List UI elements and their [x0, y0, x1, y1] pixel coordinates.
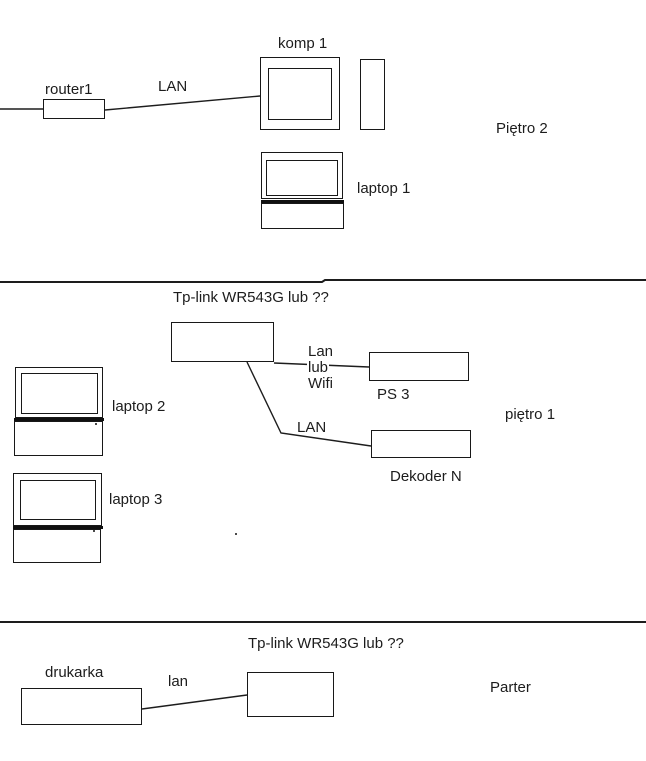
laptop3-hinge	[13, 526, 103, 529]
drukarka-box	[21, 688, 142, 725]
wifi-link-label-line3: Wifi	[308, 375, 333, 392]
cable-tplink-dekoder	[246, 361, 372, 447]
wifi-link-label-line1: Lan	[308, 343, 334, 360]
dekoder-box	[371, 430, 471, 458]
floor2-name-label: Piętro 2	[496, 120, 548, 137]
komp1-monitor-screen	[268, 68, 332, 120]
laptop2-base	[14, 421, 103, 456]
stray-dot-3	[235, 533, 237, 535]
router1-box	[43, 99, 105, 119]
komp1-tower	[360, 59, 385, 130]
laptop2-label: laptop 2	[112, 398, 166, 415]
floor-divider-1	[0, 279, 646, 283]
tplink-router-label-floor1: Tp-link WR543G lub ??	[173, 289, 329, 306]
stray-dot-1	[95, 423, 97, 425]
komp1-label: komp 1	[278, 35, 328, 52]
tplink-router-box-parter	[247, 672, 334, 717]
cable-drukarka-tplink	[141, 694, 248, 710]
laptop3-base	[13, 529, 101, 563]
router1-label: router1	[45, 81, 93, 98]
lan-label-parter: lan	[168, 673, 189, 690]
lan-label-floor2: LAN	[158, 78, 188, 95]
cable-router1-komp1	[104, 95, 261, 111]
tplink-router-label-parter: Tp-link WR543G lub ??	[248, 635, 404, 652]
stray-dot-2	[93, 530, 95, 532]
tplink-router-box-floor1	[171, 322, 274, 362]
laptop3-screen-inner	[20, 480, 96, 520]
laptop1-screen-inner	[266, 160, 338, 196]
laptop3-label: laptop 3	[109, 491, 163, 508]
floor1-name-label: piętro 1	[505, 406, 556, 423]
parter-name-label: Parter	[490, 679, 531, 696]
drukarka-label: drukarka	[45, 664, 104, 681]
laptop1-base	[261, 203, 344, 229]
ps3-box	[369, 352, 469, 381]
laptop1-label: laptop 1	[357, 180, 411, 197]
laptop2-hinge	[14, 418, 104, 421]
laptop2-screen-inner	[21, 373, 98, 414]
laptop1-hinge	[261, 200, 344, 203]
lan-label-floor1: LAN	[297, 419, 327, 436]
dekoder-label: Dekoder N	[390, 468, 462, 485]
ps3-label: PS 3	[377, 386, 410, 403]
wifi-link-label-line2: lub	[307, 359, 330, 376]
